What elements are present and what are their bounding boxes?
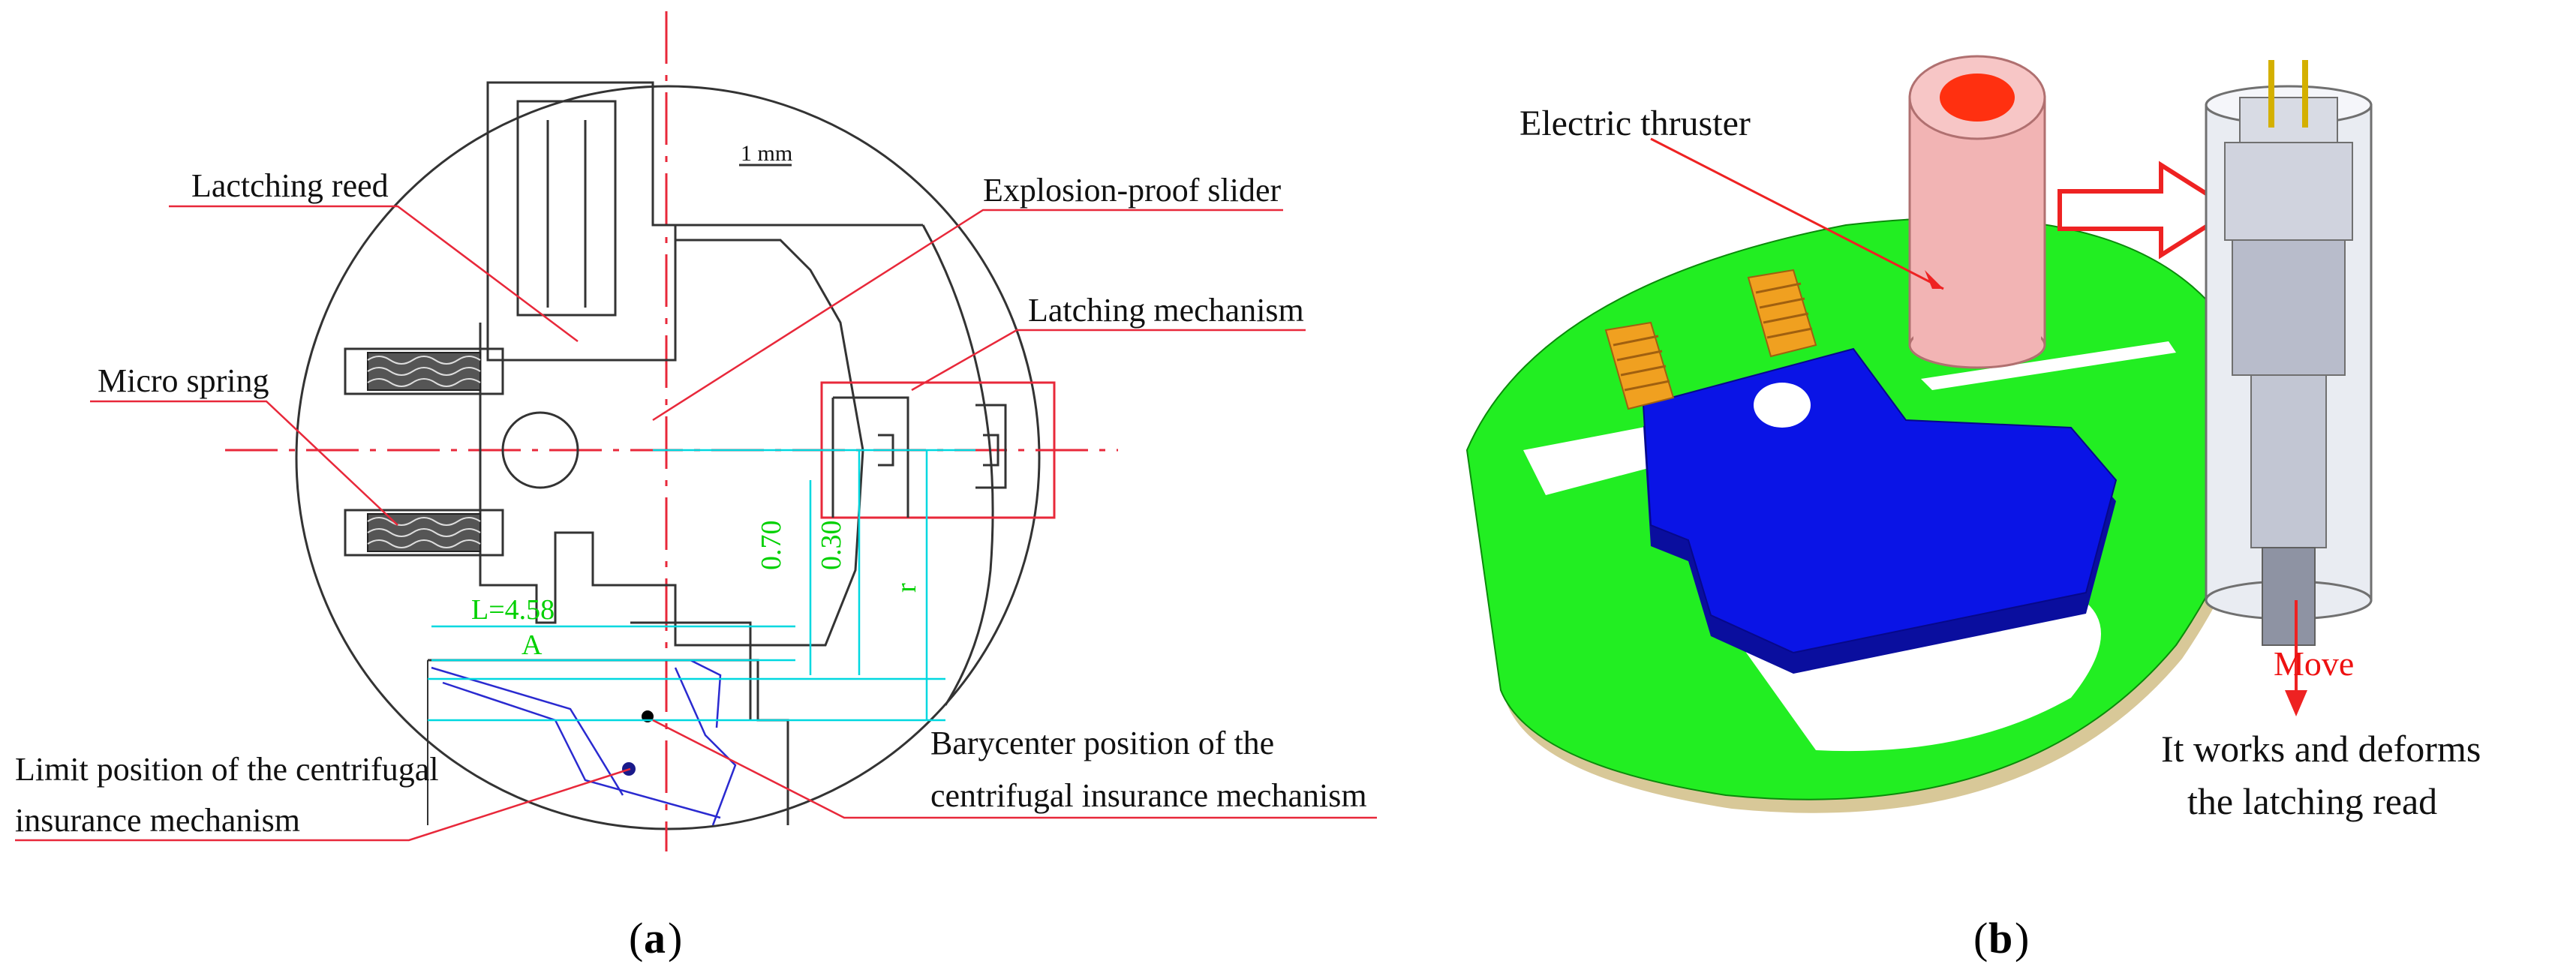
caption-b-letter: b [1988,914,2012,962]
label-works-line1: It works and deforms [2161,728,2481,770]
spring-left [1604,321,1675,410]
label-move: Move [2274,644,2354,683]
panel-b-render: Electric thruster Move It works and defo… [1465,55,2481,962]
label-works-line2: the latching read [2187,780,2437,822]
caption-a-close: ) [668,914,682,962]
move-arrow-head [2285,690,2307,716]
dimension-A: A [522,629,543,661]
label-latching-reed: Lactching reed [191,167,389,204]
label-latching-mechanism: Latching mechanism [1028,292,1304,329]
dimension-0-70: 0.70 [756,521,787,571]
label-limit-line2: insurance mechanism [15,802,300,839]
leader-explosion-proof [652,209,1283,422]
dimension-L: L=4.58 [471,594,555,626]
label-limit-line1: Limit position of the centrifugal [15,751,439,788]
caption-b-open: ( [1973,914,1988,962]
leader-latching-mechanism [911,329,1306,392]
spring-right [1747,269,1817,358]
leader-barycenter [652,719,1377,819]
leader-lines [15,205,1377,842]
leader-micro-spring [90,400,398,526]
micro-spring-upper [344,347,504,395]
hollow-arrow [2057,161,2237,260]
dimension-r: r [891,583,922,593]
caption-a-letter: a [644,914,666,962]
label-barycenter-line1: Barycenter position of the [930,725,1274,761]
blue-slider-top [1642,347,2118,654]
slider-hole [1754,383,1811,428]
caption-b-close: ) [2015,914,2029,962]
thruster-core [1940,74,2015,122]
dimension-lines [428,449,975,722]
dimension-0-30: 0.30 [816,521,847,571]
thruster-cutaway [2205,60,2373,646]
panel-a-drawing: 1 mm Lactching reed Micro spring Explosi… [15,11,1377,962]
label-electric-thruster: Electric thruster [1519,104,1751,143]
board-slot-right [1921,341,2176,390]
leader-electric-thruster [1650,137,1944,290]
latching-reed-shape [486,81,677,362]
leader-limit [15,767,631,842]
caption-a-open: ( [629,914,643,962]
label-barycenter-line2: centrifugal insurance mechanism [930,777,1367,814]
scale-bar-label: 1 mm [741,141,792,166]
centrifugal-mechanism-shape [427,621,789,826]
leader-latching-reed [169,205,579,342]
label-micro-spring: Micro spring [98,362,269,399]
label-explosion-proof-slider: Explosion-proof slider [983,172,1282,209]
explosion-proof-slider-shape [479,224,994,706]
micro-spring-lower [344,509,504,557]
outer-plate-circle [295,85,1041,830]
